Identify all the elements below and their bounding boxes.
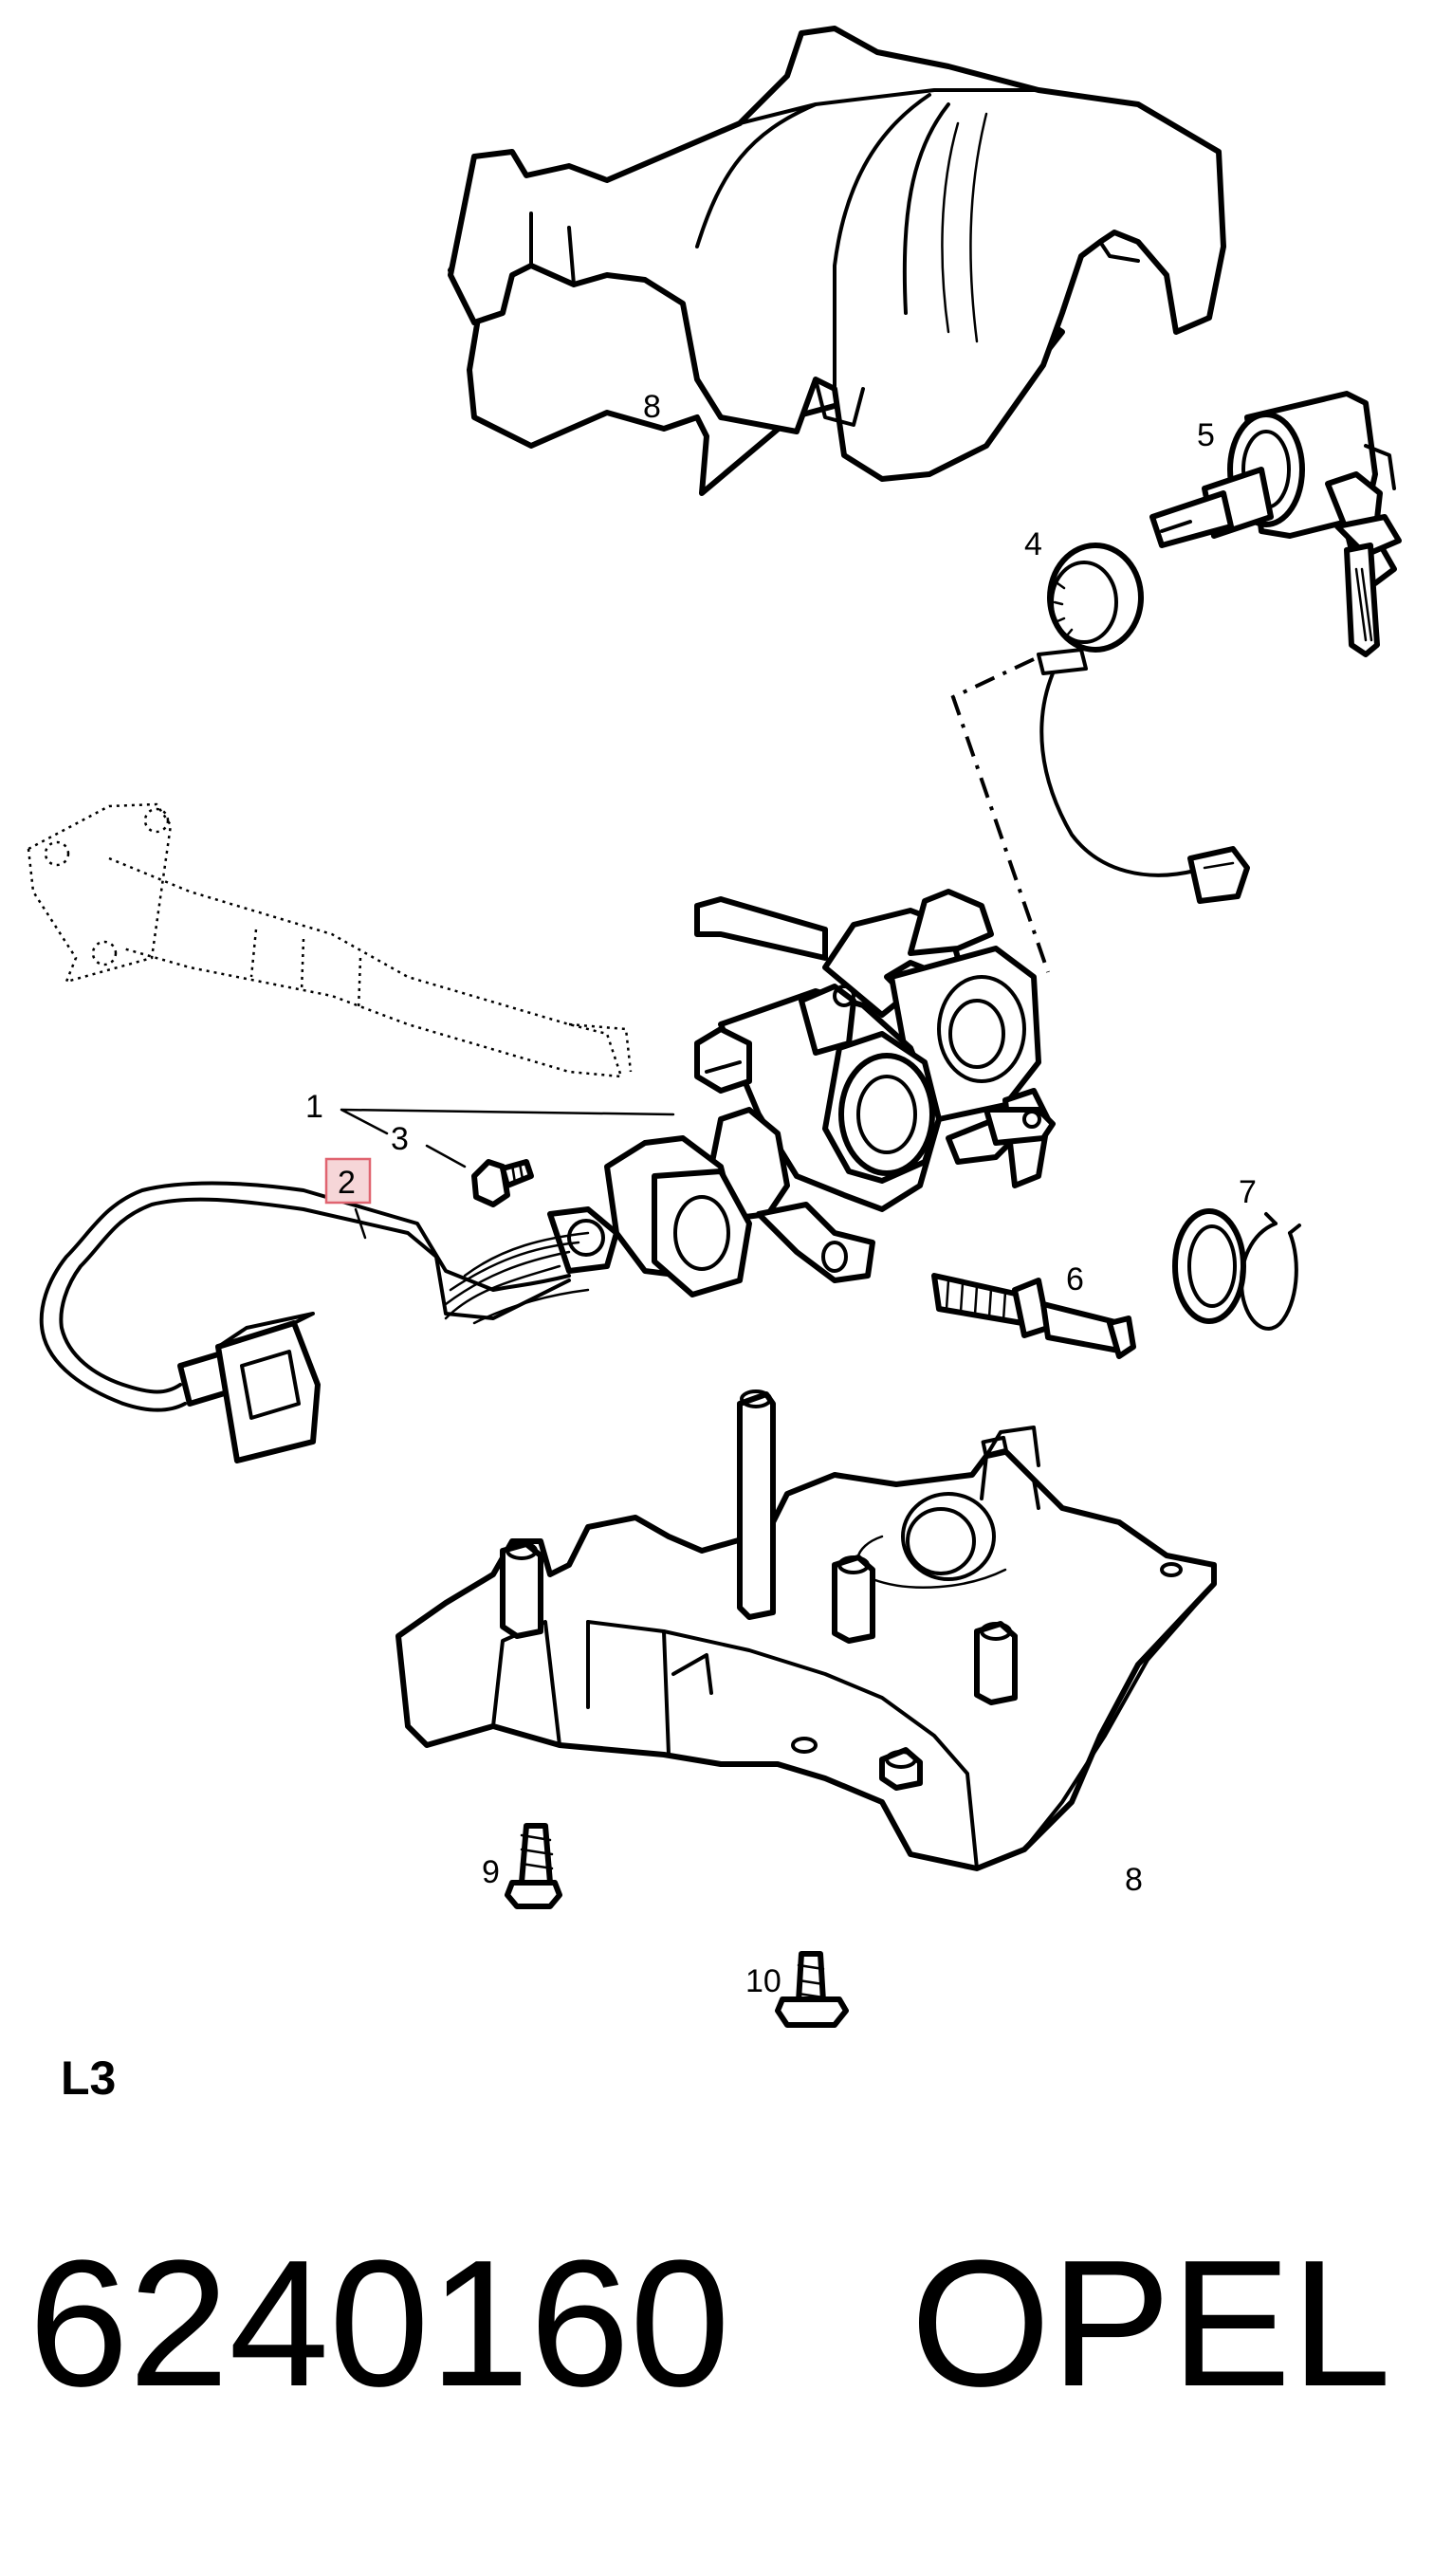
callout-8-lower-label: 8 xyxy=(1125,1862,1143,1898)
circlips-part-7 xyxy=(1172,1208,1301,1331)
illumination-ring xyxy=(1037,543,1250,904)
callout-10-label: 10 xyxy=(745,1963,781,1999)
brand-name: OPEL xyxy=(910,2223,1391,2424)
leader-callout-1 xyxy=(340,1108,675,1135)
screw-part-10 xyxy=(775,1951,849,2028)
callout-7-label: 7 xyxy=(1239,1174,1257,1210)
wiring-harness xyxy=(39,1181,590,1463)
upper-column-shroud xyxy=(448,26,1226,496)
callout-4-label: 4 xyxy=(1024,526,1042,562)
callout-2-highlight xyxy=(324,1157,372,1205)
leader-dash-ring-to-housing xyxy=(950,657,1050,973)
callout-9-label: 9 xyxy=(482,1854,500,1890)
screw-part-3 xyxy=(471,1159,534,1207)
lower-column-shroud xyxy=(395,1389,1217,1871)
callout-2-label: 2 xyxy=(338,1165,356,1201)
leader-callout-2 xyxy=(354,1207,367,1240)
callout-6-label: 6 xyxy=(1066,1261,1084,1297)
bolt-part-6 xyxy=(931,1273,1136,1359)
callout-3-label: 3 xyxy=(391,1121,409,1157)
part-number: 6240160 xyxy=(28,2223,730,2424)
callout-5-label: 5 xyxy=(1197,417,1215,453)
lock-cylinder xyxy=(1149,391,1402,657)
steering-shaft xyxy=(27,802,633,1078)
callout-8-upper-label: 8 xyxy=(643,389,661,425)
screw-part-9 xyxy=(505,1823,562,1909)
leader-callout-3 xyxy=(425,1144,467,1168)
callout-1-label: 1 xyxy=(305,1089,323,1125)
section-code: L3 xyxy=(61,2052,117,2105)
lock-housing xyxy=(547,889,1056,1297)
